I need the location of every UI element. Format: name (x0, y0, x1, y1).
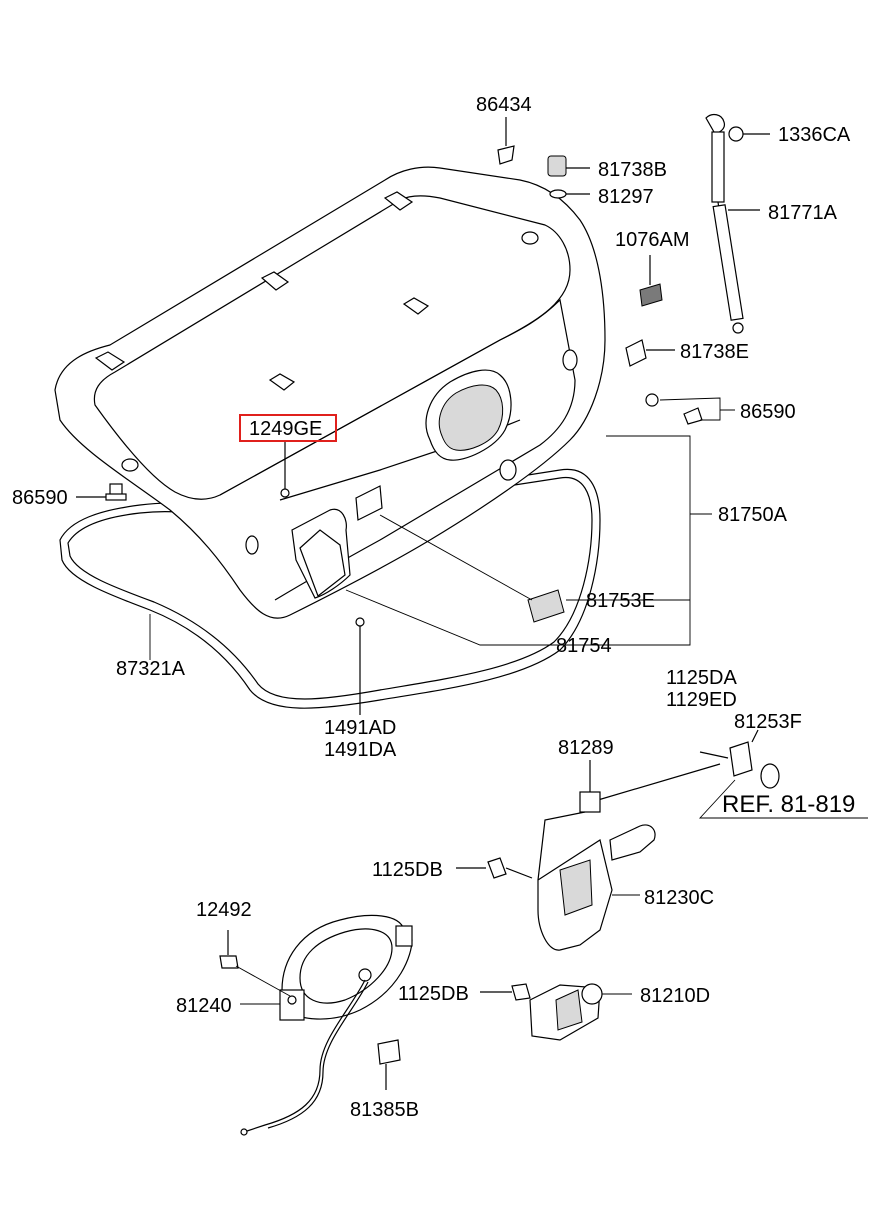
label-1076AM: 1076AM (615, 229, 690, 251)
screw-1249GE[interactable] (280, 440, 290, 498)
bolt-1125DB-upper[interactable] (456, 857, 533, 879)
washer-81297[interactable] (549, 189, 590, 199)
screw-1491AD[interactable] (355, 617, 365, 715)
label-86590-right: 86590 (740, 401, 796, 423)
cable-81385B[interactable] (240, 979, 401, 1136)
label-1491DA: 1491DA (324, 739, 397, 761)
bolt-1125DB-lower[interactable] (480, 983, 531, 1001)
label-1125DB-lower: 1125DB (398, 983, 469, 1005)
label-81240: 81240 (176, 995, 232, 1017)
label-1249GE[interactable]: 1249GE (249, 418, 322, 440)
label-81750A: 81750A (718, 504, 788, 526)
label-81738B: 81738B (598, 159, 667, 181)
stopper-81738E[interactable] (625, 339, 675, 367)
rod-81289[interactable] (537, 760, 721, 881)
pad-81753E[interactable] (527, 589, 565, 623)
grommet-1076AM[interactable] (639, 255, 663, 307)
label-1491AD: 1491AD (324, 717, 396, 739)
trunk-lid-81750A[interactable] (54, 166, 606, 619)
bumper-86590-left[interactable] (76, 483, 127, 501)
label-81210D: 81210D (640, 985, 710, 1007)
stopper-81738B[interactable] (547, 155, 590, 177)
label-1129ED: 1129ED (666, 689, 737, 711)
highlight-box-1249GE (239, 414, 337, 442)
latch-81230C[interactable] (537, 824, 656, 951)
label-1125DA: 1125DA (666, 667, 737, 689)
gas-strut-81771A[interactable] (705, 113, 760, 334)
label-81230C: 81230C (644, 887, 714, 909)
label-81385B: 81385B (350, 1099, 419, 1121)
label-86434: 86434 (476, 94, 532, 116)
lock-cylinder-81253F[interactable] (699, 729, 780, 789)
bumper-86590-right[interactable] (645, 393, 735, 425)
label-81753E: 81753E (586, 590, 655, 612)
label-86590-left: 86590 (12, 487, 68, 509)
label-87321A: 87321A (116, 658, 186, 680)
bracket-81754[interactable] (291, 508, 351, 599)
label-1336CA: 1336CA (778, 124, 851, 146)
label-81738E: 81738E (680, 341, 749, 363)
label-1125DB-upper: 1125DB (372, 859, 443, 881)
clip-86434[interactable] (497, 117, 515, 165)
label-81253F: 81253F (734, 711, 802, 733)
label-81771A: 81771A (768, 202, 838, 224)
opener-81240[interactable] (240, 914, 413, 1021)
label-81297: 81297 (598, 186, 654, 208)
label-81754: 81754 (556, 635, 612, 657)
screw-12492[interactable] (219, 930, 291, 997)
striker-81210D[interactable] (529, 983, 632, 1041)
label-12492: 12492 (196, 899, 252, 921)
label-ref-81-819: REF. 81-819 (722, 791, 855, 818)
label-81289: 81289 (558, 737, 614, 759)
nut-1336CA[interactable] (728, 126, 770, 142)
ref-underline (698, 779, 868, 819)
